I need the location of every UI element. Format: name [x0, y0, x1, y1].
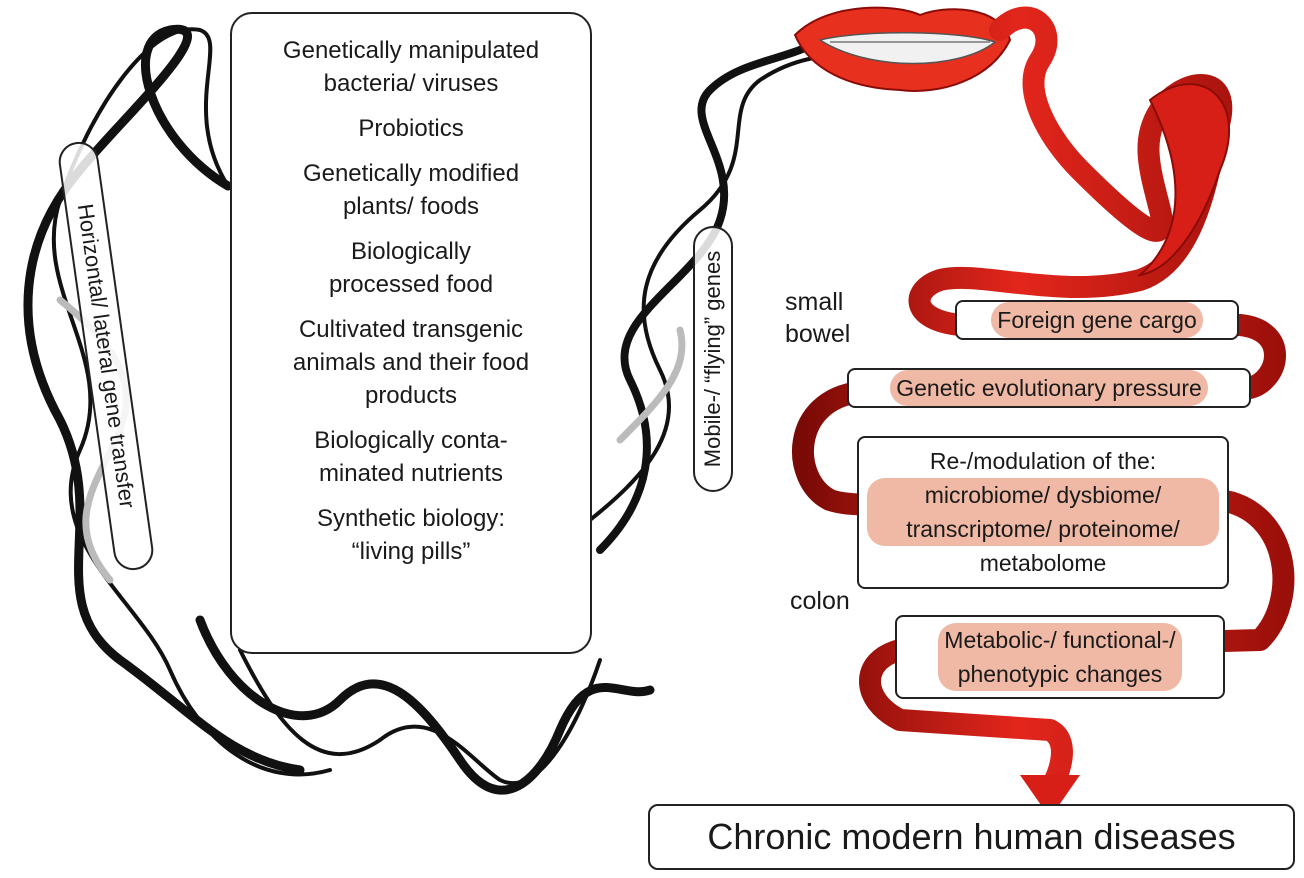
source-item: Probiotics: [358, 115, 464, 142]
remodulation-box: Re-/modulation of the: microbiome/ dysbi…: [857, 436, 1229, 589]
remodulation-last: metabolome: [979, 550, 1107, 576]
source-item: Cultivated transgenic animals and their …: [292, 316, 530, 409]
evolutionary-pressure-text: Genetic evolutionary pressure: [890, 370, 1208, 406]
remodulation-body: microbiome/ dysbiome/ transcriptome/ pro…: [867, 478, 1219, 546]
mouth-illustration: [793, 6, 1012, 92]
colon-label: colon: [790, 587, 850, 615]
gut-tract: [792, 6, 1295, 818]
source-item: Biologically processed food: [328, 238, 494, 298]
source-item: Biologically conta- minated nutrients: [314, 427, 508, 487]
metabolic-changes-text: Metabolic-/ functional-/ phenotypic chan…: [938, 623, 1182, 691]
source-item: Synthetic biology: “living pills”: [316, 505, 506, 565]
mobile-genes-label: Mobile-/ “flying” genes: [693, 226, 733, 492]
food-sources-box: Genetically manipulated bacteria/ viruse…: [230, 12, 592, 654]
foreign-gene-cargo-box: Foreign gene cargo: [955, 300, 1239, 340]
small-bowel-label: small bowel: [785, 288, 851, 348]
outcome-arrowhead: [1020, 775, 1080, 818]
metabolic-changes-box: Metabolic-/ functional-/ phenotypic chan…: [895, 615, 1225, 699]
remodulation-title: Re-/modulation of the:: [929, 448, 1157, 474]
food-sources-list: Genetically manipulated bacteria/ viruse…: [232, 34, 590, 580]
evolutionary-pressure-box: Genetic evolutionary pressure: [847, 368, 1251, 408]
outcome-box: Chronic modern human diseases: [648, 804, 1295, 870]
source-item: Genetically manipulated bacteria/ viruse…: [282, 37, 540, 97]
source-item: Genetically modified plants/ foods: [302, 160, 520, 220]
foreign-gene-cargo-text: Foreign gene cargo: [991, 302, 1203, 338]
